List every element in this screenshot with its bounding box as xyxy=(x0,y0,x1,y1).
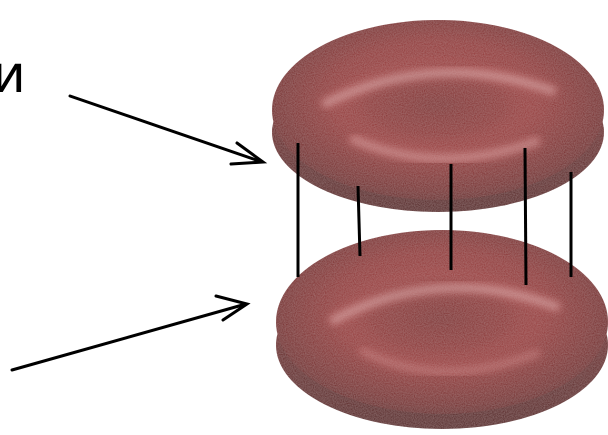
connector-line xyxy=(525,148,526,285)
connector-line xyxy=(358,186,360,256)
arrow-to-bottom-cell xyxy=(12,296,247,370)
top-red-blood-cell xyxy=(272,20,604,212)
arrow-to-top-cell xyxy=(70,96,263,164)
bottom-red-blood-cell xyxy=(276,230,608,429)
